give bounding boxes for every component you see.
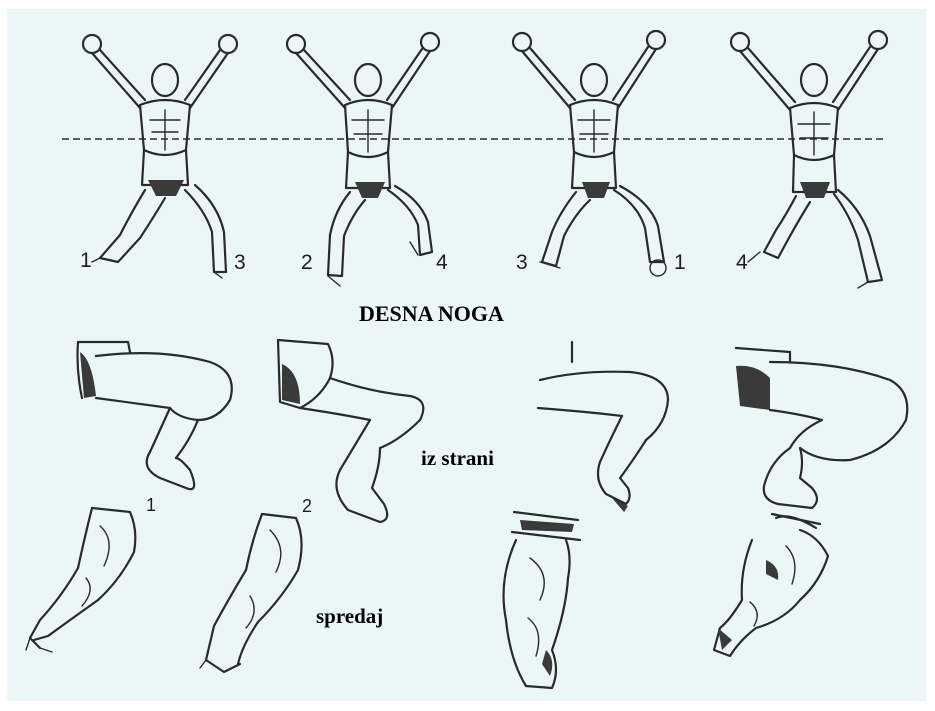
step-number: 2 <box>301 252 313 273</box>
side-step-number: 1 <box>146 496 156 514</box>
figure-4 <box>731 31 887 288</box>
front-view-label: spredaj <box>316 606 383 627</box>
side-step-number: 2 <box>302 497 312 515</box>
side-view-3 <box>538 342 668 512</box>
side-view-4 <box>736 348 907 508</box>
side-view-1 <box>78 342 232 489</box>
step-number: 3 <box>234 252 246 273</box>
figure-2 <box>287 33 439 286</box>
step-number: 3 <box>516 252 528 273</box>
side-view-2 <box>278 340 423 522</box>
page-title: DESNA NOGA <box>359 303 504 325</box>
step-number: 1 <box>80 250 92 271</box>
front-view-3 <box>504 512 580 688</box>
front-view-1 <box>26 508 135 652</box>
front-view-2 <box>200 514 302 672</box>
figure-1 <box>83 35 237 278</box>
front-view-4 <box>714 514 828 656</box>
figure-3 <box>513 31 666 276</box>
step-number: 1 <box>674 252 686 273</box>
side-view-label: iz strani <box>421 448 494 469</box>
step-number: 4 <box>736 252 748 273</box>
step-number: 4 <box>436 252 448 273</box>
